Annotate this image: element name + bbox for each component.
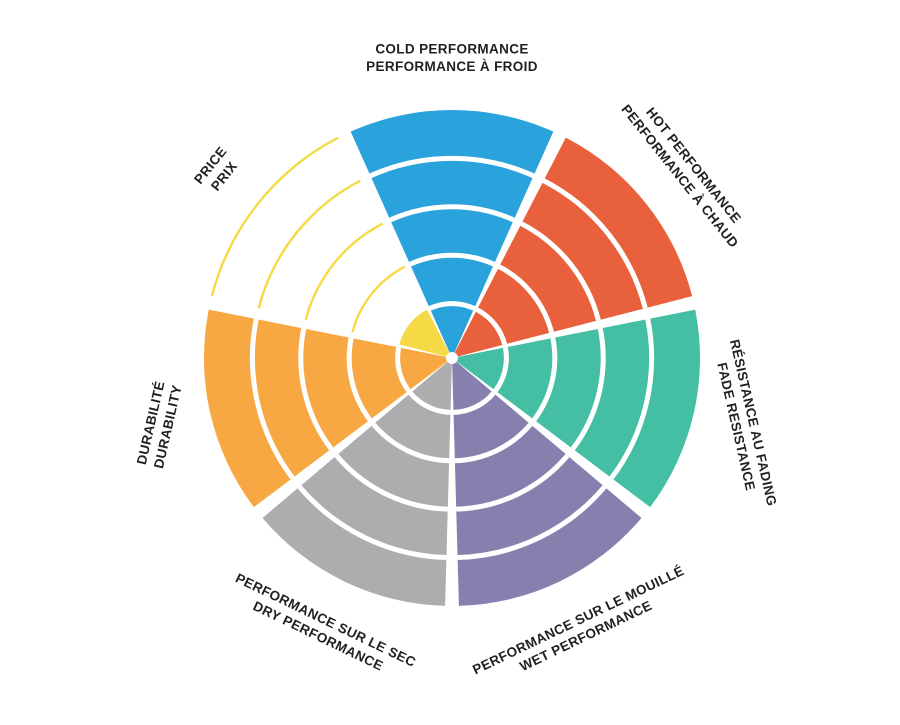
- empty-ring-outline-price-3: [304, 222, 384, 321]
- ring-divider-fade-resistance-3: [570, 327, 606, 451]
- sector-wet-performance: [452, 361, 642, 606]
- ring-divider-cold-performance-3: [389, 204, 515, 223]
- ring-divider-hot-performance-4: [542, 178, 648, 309]
- ring-divider-wet-performance-1: [453, 391, 496, 415]
- sector-label-fade-resistance: RÉSISTANCE AU FADINGFADE RESISTANCE: [710, 338, 780, 511]
- ring-divider-durability-4: [249, 318, 295, 480]
- ring-divider-cold-performance-2: [408, 252, 496, 267]
- ring-divider-cold-performance-4: [369, 155, 535, 179]
- sector-label-hot-performance-line-1: HOT PERFORMANCE: [643, 105, 744, 226]
- sector-label-cold-performance-line-1: COLD PERFORMANCE: [375, 42, 528, 57]
- sector-label-cold-performance-line-2: PERFORMANCE À FROID: [366, 59, 538, 74]
- ring-divider-dry-performance-4: [297, 485, 447, 561]
- ring-divider-dry-performance-1: [408, 391, 451, 415]
- ring-divider-dry-performance-2: [371, 422, 450, 464]
- empty-ring-outline-price-2: [351, 265, 406, 333]
- empty-ring-outline-price-4: [257, 179, 361, 309]
- sector-cold-performance: [350, 109, 554, 353]
- ring-divider-fade-resistance-1: [493, 346, 509, 393]
- ring-divider-wet-performance-4: [457, 485, 607, 561]
- ring-divider-hot-performance-3: [520, 221, 601, 321]
- sector-durability: [203, 309, 448, 508]
- sector-hot-performance: [454, 137, 693, 357]
- ring-divider-wet-performance-2: [454, 422, 533, 464]
- ring-divider-cold-performance-1: [428, 301, 476, 311]
- ring-divider-hot-performance-2: [498, 264, 554, 333]
- sector-label-durability: DURABILITÉDURABILITY: [134, 380, 185, 470]
- ring-divider-fade-resistance-2: [532, 337, 558, 422]
- sector-price: [399, 309, 450, 357]
- ring-divider-durability-2: [346, 337, 372, 422]
- sector-dry-performance: [262, 361, 452, 606]
- ring-divider-wet-performance-3: [456, 453, 570, 512]
- sector-label-cold-performance: COLD PERFORMANCE PERFORMANCE À FROID: [366, 42, 538, 75]
- ring-divider-dry-performance-3: [334, 453, 448, 512]
- ring-divider-durability-1: [395, 346, 411, 393]
- sector-label-price: PRICEPRIX: [191, 144, 243, 198]
- ring-divider-durability-3: [298, 327, 334, 451]
- sector-fade-resistance: [456, 309, 701, 508]
- ring-divider-fade-resistance-4: [609, 318, 655, 480]
- ring-divider-hot-performance-1: [475, 307, 508, 346]
- empty-ring-outline-price-5: [210, 136, 339, 297]
